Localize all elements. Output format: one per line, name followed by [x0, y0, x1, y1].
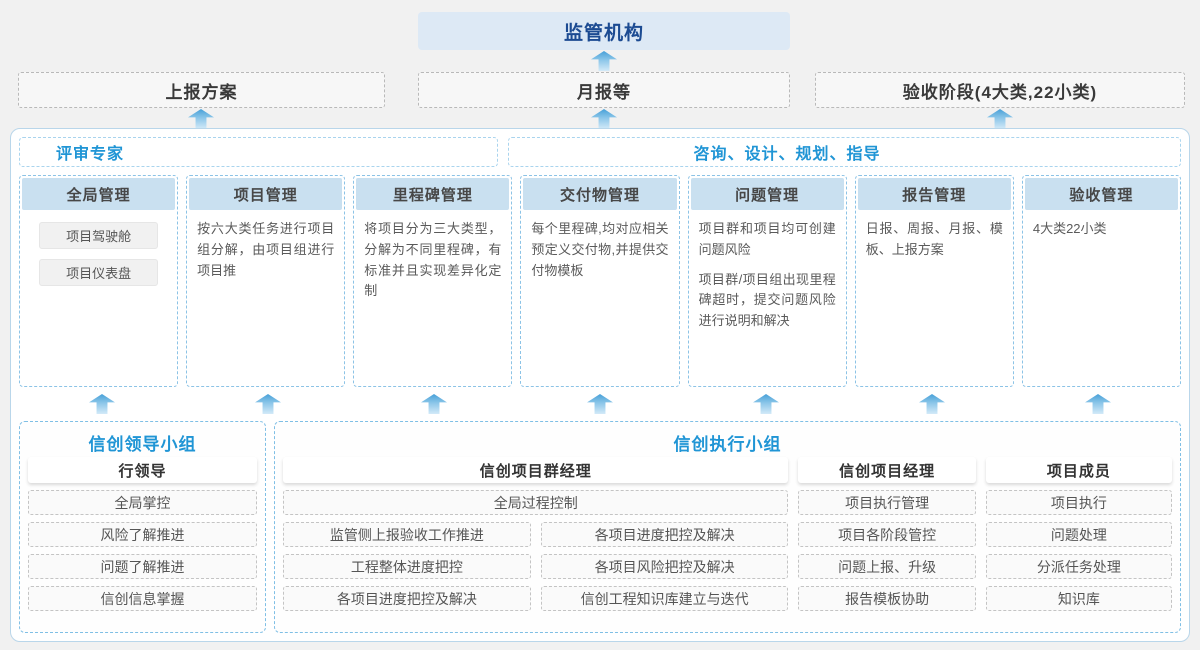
leader-item: 问题了解推进 — [28, 554, 257, 579]
arrow-cell — [683, 394, 849, 414]
program-manager-item: 信创工程知识库建立与迭代 — [540, 586, 789, 611]
column-title: 项目管理 — [189, 178, 343, 210]
leadership-group-box: 信创领导小组 行领导 全局掌控 风险了解推进 问题了解推进 信创信息掌握 — [19, 421, 266, 633]
project-manager-item: 报告模板协助 — [798, 586, 976, 611]
review-experts-box: 评审专家 — [19, 137, 498, 167]
project-member-item: 分派任务处理 — [985, 554, 1172, 579]
column-acceptance-management: 验收管理 4大类22小类 — [1021, 175, 1181, 387]
column-arrows-row — [19, 390, 1181, 418]
arrow-cell — [517, 394, 683, 414]
column-title: 里程碑管理 — [356, 178, 510, 210]
column-milestone-management: 里程碑管理 将项目分为三大类型，分解为不同里程碑，有标准并且实现差异化定制 — [353, 175, 513, 387]
column-description: 将项目分为三大类型，分解为不同里程碑，有标准并且实现差异化定制 — [364, 221, 502, 299]
monthly-report-label: 月报等 — [577, 82, 631, 102]
program-manager-item: 全局过程控制 — [283, 490, 789, 515]
column-description: 4大类22小类 — [1032, 221, 1107, 236]
program-manager-item: 各项目进度把控及解决 — [540, 522, 789, 547]
arrow-cell — [185, 394, 351, 414]
project-member-role: 项目成员 — [985, 457, 1172, 483]
report-plan-label: 上报方案 — [165, 82, 238, 102]
program-manager-item: 工程整体进度把控 — [283, 554, 531, 579]
main-panel: 评审专家 咨询、设计、规划、指导 全局管理 项目驾驶舱 项目仪表盘 项目管理 按… — [10, 128, 1190, 642]
program-manager-item-grid: 监管侧上报验收工作推进 各项目进度把控及解决 工程整体进度把控 各项目风险把控及… — [283, 515, 789, 611]
management-columns: 全局管理 项目驾驶舱 项目仪表盘 项目管理 按六大类任务进行项目组分解，由项目组… — [19, 175, 1181, 387]
program-manager-item: 各项目进度把控及解决 — [283, 586, 531, 611]
consulting-box: 咨询、设计、规划、指导 — [508, 137, 1181, 167]
project-member-item: 知识库 — [985, 586, 1172, 611]
execution-group-title: 信创执行小组 — [673, 434, 782, 454]
bottom-groups: 信创领导小组 行领导 全局掌控 风险了解推进 问题了解推进 信创信息掌握 信创执… — [19, 421, 1181, 633]
program-manager-item: 各项目风险把控及解决 — [540, 554, 789, 579]
column-title: 交付物管理 — [523, 178, 677, 210]
issue-paragraph-2: 项目群/项目组出现里程碑超时，提交问题风险进行说明和解决 — [698, 271, 836, 329]
leadership-group-title: 信创领导小组 — [88, 434, 197, 454]
project-dashboard-pill: 项目仪表盘 — [38, 259, 159, 286]
up-arrow-icon — [591, 109, 617, 129]
consulting-label: 咨询、设计、规划、指导 — [693, 146, 881, 163]
regulator-label: 监管机构 — [563, 22, 644, 44]
arrow-cell — [351, 394, 517, 414]
column-report-management: 报告管理 日报、周报、月报、模板、上报方案 — [854, 175, 1014, 387]
arrow-cell — [1015, 394, 1181, 414]
column-description: 每个里程碑,均对应相关预定义交付物,并提供交付物模板 — [531, 221, 669, 278]
column-deliverable-management: 交付物管理 每个里程碑,均对应相关预定义交付物,并提供交付物模板 — [520, 175, 680, 387]
arrow-cell — [849, 394, 1015, 414]
up-arrow-icon — [587, 394, 613, 414]
acceptance-stage-box: 验收阶段(4大类,22小类) — [815, 72, 1185, 108]
leader-item: 风险了解推进 — [28, 522, 257, 547]
column-title: 全局管理 — [22, 178, 176, 210]
execution-columns: 信创项目群经理 全局过程控制 监管侧上报验收工作推进 各项目进度把控及解决 工程… — [283, 457, 1172, 611]
column-title: 问题管理 — [690, 178, 844, 210]
column-description: 项目群和项目均可创建问题风险 项目群/项目组出现里程碑超时，提交问题风险进行说明… — [689, 212, 846, 339]
leader-item: 全局掌控 — [28, 490, 257, 515]
acceptance-stage-label: 验收阶段(4大类,22小类) — [902, 82, 1098, 102]
column-global-management: 全局管理 项目驾驶舱 项目仪表盘 — [19, 175, 179, 387]
project-cockpit-pill: 项目驾驶舱 — [38, 222, 159, 249]
project-manager-item: 项目执行管理 — [798, 490, 976, 515]
review-experts-label: 评审专家 — [56, 146, 125, 163]
monthly-report-box: 月报等 — [418, 72, 790, 108]
report-plan-box: 上报方案 — [18, 72, 385, 108]
project-manager-item: 问题上报、升级 — [798, 554, 976, 579]
project-manager-item: 项目各阶段管控 — [798, 522, 976, 547]
up-arrow-icon — [89, 394, 115, 414]
up-arrow-icon — [421, 394, 447, 414]
project-member-item: 项目执行 — [985, 490, 1172, 515]
program-manager-role: 信创项目群经理 — [283, 457, 789, 483]
execution-group-box: 信创执行小组 信创项目群经理 全局过程控制 监管侧上报验收工作推进 各项目进度把… — [274, 421, 1181, 633]
column-issue-management: 问题管理 项目群和项目均可创建问题风险 项目群/项目组出现里程碑超时，提交问题风… — [687, 175, 847, 387]
issue-paragraph-1: 项目群和项目均可创建问题风险 — [698, 221, 836, 257]
column-title: 报告管理 — [857, 178, 1011, 210]
arrow-cell — [19, 394, 185, 414]
regulator-box: 监管机构 — [418, 12, 790, 50]
column-description: 按六大类任务进行项目组分解，由项目组进行项目推 — [197, 221, 335, 278]
leader-item: 信创信息掌握 — [28, 586, 257, 611]
program-manager-column: 信创项目群经理 全局过程控制 监管侧上报验收工作推进 各项目进度把控及解决 工程… — [283, 457, 789, 611]
up-arrow-icon — [591, 51, 617, 71]
project-manager-column: 信创项目经理 项目执行管理 项目各阶段管控 问题上报、升级 报告模板协助 — [798, 457, 976, 611]
project-manager-role: 信创项目经理 — [798, 457, 976, 483]
project-member-item: 问题处理 — [985, 522, 1172, 547]
up-arrow-icon — [1085, 394, 1111, 414]
column-project-management: 项目管理 按六大类任务进行项目组分解，由项目组进行项目推 — [186, 175, 346, 387]
project-member-column: 项目成员 项目执行 问题处理 分派任务处理 知识库 — [985, 457, 1172, 611]
up-arrow-icon — [753, 394, 779, 414]
column-description: 日报、周报、月报、模板、上报方案 — [865, 221, 1003, 257]
panel-header-row: 评审专家 咨询、设计、规划、指导 — [19, 137, 1181, 167]
up-arrow-icon — [188, 109, 214, 129]
up-arrow-icon — [987, 109, 1013, 129]
column-title: 验收管理 — [1024, 178, 1178, 210]
bank-leader-role: 行领导 — [28, 457, 257, 483]
up-arrow-icon — [255, 394, 281, 414]
program-manager-item: 监管侧上报验收工作推进 — [283, 522, 531, 547]
up-arrow-icon — [919, 394, 945, 414]
